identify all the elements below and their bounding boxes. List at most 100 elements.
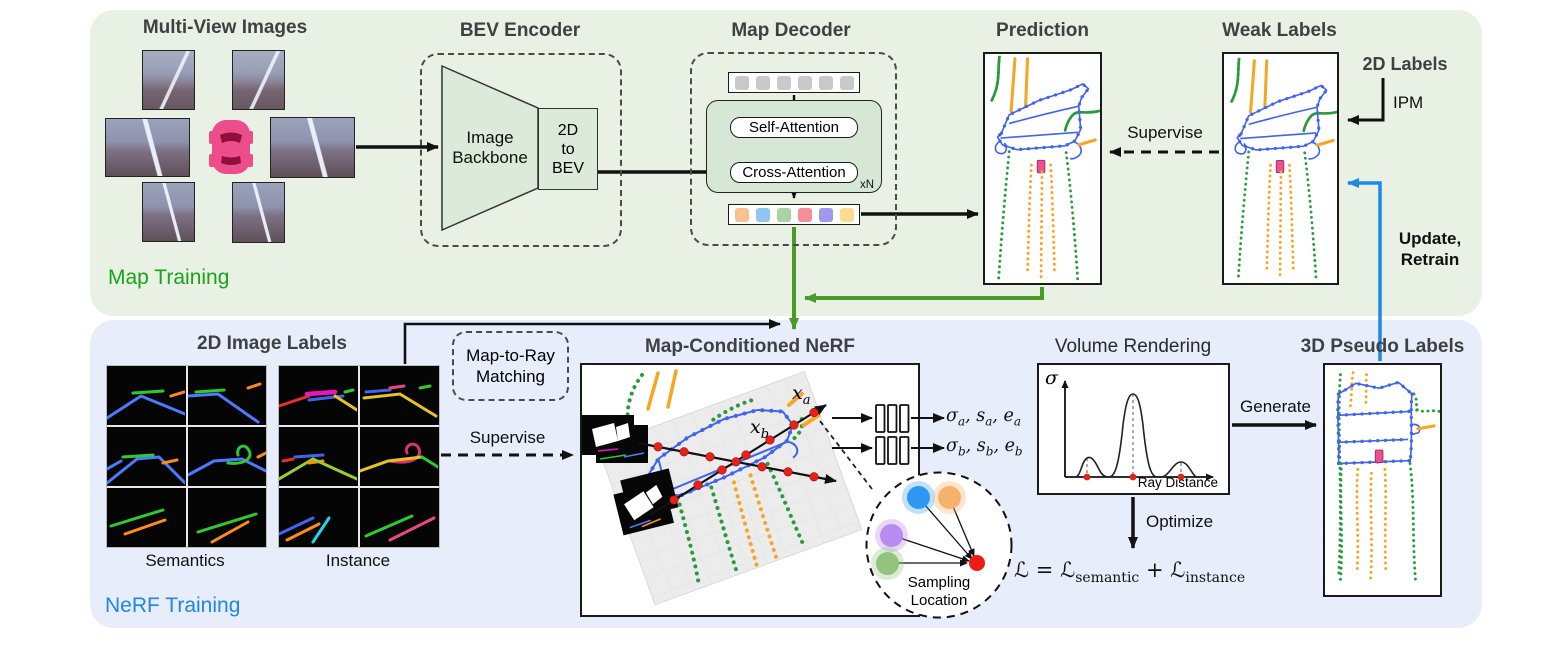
self-attention-label: Self-Attention [748, 119, 840, 136]
map-token [734, 207, 749, 222]
query-token [839, 75, 854, 90]
generate-label: Generate [1240, 397, 1311, 416]
instance-label: Instance [325, 551, 391, 570]
x-sub-a: a [802, 392, 811, 408]
map-to-ray-box: Map-to-Ray Matching [452, 331, 569, 401]
camera-image-back-right [232, 182, 285, 243]
semantics-cell [107, 366, 186, 425]
output-token-row [728, 204, 860, 225]
semantics-cell [107, 488, 186, 547]
volume-rendering-box [1037, 363, 1230, 495]
optimize-label: Optimize [1146, 512, 1214, 531]
sampling-source-dot-green [875, 551, 899, 575]
xa-label: xa [792, 382, 810, 408]
self-attention-box: Self-Attention [730, 117, 858, 138]
sampling-source-halo [901, 480, 935, 514]
bev-encoder-box [420, 53, 622, 247]
query-token [734, 75, 749, 90]
camera-image-front-left [142, 50, 195, 110]
sampling-source-halo [874, 518, 908, 552]
camera-image-back-left [142, 182, 195, 242]
camera-image-right [270, 117, 355, 178]
density-curve [1067, 393, 1209, 478]
title-3d-pseudo-labels: 3D Pseudo Labels [1300, 336, 1465, 357]
sampling-location-label: Sampling Location [907, 574, 971, 609]
semantics-label: Semantics [145, 551, 225, 570]
loss-equation: ℒ = ℒsemantic + ℒinstance [1014, 558, 1246, 587]
map-token [755, 207, 770, 222]
ego-car-icon [209, 120, 253, 174]
sampling-source-halo [932, 480, 966, 514]
peak-guides [1086, 394, 1182, 477]
semantics-cell [187, 488, 266, 547]
ray-distance-label: Ray Distance [1137, 475, 1218, 490]
camera-image-front-right [232, 50, 285, 110]
orange-lane-graphic [646, 369, 678, 411]
density-plot [1061, 380, 1214, 481]
sampling-source-dot-orange [937, 485, 961, 509]
sampling-source-dot-purple [879, 523, 903, 547]
density-sample-points [1083, 473, 1185, 481]
2d-to-bev-label: 2D to BEV [551, 121, 584, 177]
camera-icon-top [582, 415, 648, 463]
mlp-output-b: σb, sb, eb [946, 436, 1023, 459]
sampling-source-dot-blue [906, 485, 930, 509]
ray-sample-points [653, 407, 819, 505]
instance-cell [279, 427, 358, 486]
map-decoder-box [690, 52, 897, 246]
instance-grid [278, 365, 440, 548]
title-map-decoder: Map Decoder [731, 20, 851, 41]
query-token [776, 75, 791, 90]
nerf-scene [580, 363, 945, 617]
map-token [839, 207, 854, 222]
2d-to-bev-box: 2D to BEV [538, 108, 598, 190]
mlp-blocks [875, 404, 910, 465]
instance-cell [360, 366, 439, 425]
map-to-ray-label: Map-to-Ray Matching [466, 346, 555, 386]
title-volume-rendering: Volume Rendering [1054, 336, 1212, 357]
x-sub-b: b [760, 426, 770, 442]
title-weak-labels: Weak Labels [1222, 20, 1337, 41]
query-token-row [728, 72, 860, 93]
mlp-output-a: σa, sa, ea [946, 406, 1022, 429]
semantics-cell [187, 427, 266, 486]
x-var: x [792, 382, 803, 404]
xb-label: xb [750, 416, 769, 442]
x-var: x [750, 416, 761, 438]
semantics-cell [187, 366, 266, 425]
query-token [818, 75, 833, 90]
instance-cell [279, 488, 358, 547]
update-retrain-label: Update, Retrain [1398, 229, 1462, 269]
nerf-training-section-label: NeRF Training [105, 594, 241, 617]
semantics-grid [106, 365, 267, 548]
supervise-top-label: Supervise [1127, 123, 1203, 142]
map-training-section-label: Map Training [108, 266, 230, 289]
ipm-label: IPM [1393, 93, 1424, 112]
instance-cell [279, 366, 358, 425]
title-prediction: Prediction [996, 20, 1089, 41]
cross-attention-box: Cross-Attention [730, 162, 858, 183]
sigma-label: σ [1045, 367, 1058, 389]
image-backbone-label: Image Backbone [452, 128, 528, 167]
2d-labels-label: 2D Labels [1362, 54, 1448, 74]
sampling-location-callout [865, 471, 1013, 619]
semantics-cell [107, 427, 186, 486]
camera-icon-bottom [613, 468, 679, 536]
query-token [797, 75, 812, 90]
repeat-xn-label: xN [860, 179, 875, 191]
prediction-map-box [983, 52, 1102, 285]
title-bev-encoder: BEV Encoder [459, 20, 581, 41]
sampling-target-dot [969, 555, 985, 571]
map-token [818, 207, 833, 222]
map-token [776, 207, 791, 222]
instance-cell [360, 427, 439, 486]
title-map-conditioned-nerf: Map-Conditioned NeRF [644, 336, 856, 357]
supervise-bottom-label: Supervise [469, 428, 546, 447]
pseudo-labels-map-box [1323, 363, 1442, 597]
instance-cell [360, 488, 439, 547]
title-2d-image-labels: 2D Image Labels [197, 333, 347, 354]
query-token [755, 75, 770, 90]
title-multi-view: Multi-View Images [142, 17, 308, 38]
sampling-source-halo [870, 546, 904, 580]
